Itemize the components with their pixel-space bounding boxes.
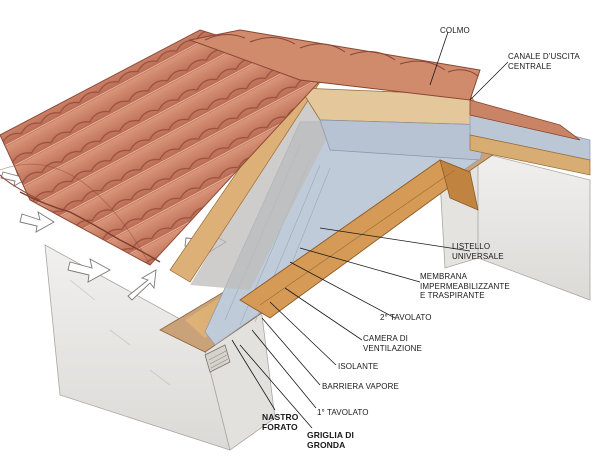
label-camera-ventilazione: CAMERA DI VENTILAZIONE (363, 334, 422, 353)
arrow-icon (19, 211, 55, 233)
label-primo-tavolato: 1° TAVOLATO (317, 408, 369, 417)
roof-tiles (0, 29, 331, 266)
label-colmo: COLMO (440, 26, 470, 35)
label-griglia-gronda: GRIGLIA DI GRONDA (307, 430, 354, 450)
label-secondo-tavolato: 2° TAVOLATO (380, 313, 432, 322)
label-canale-uscita-centrale: CANALE D'USCITA CENTRALE (508, 52, 580, 71)
arrow-icon (67, 258, 111, 283)
label-isolante: ISOLANTE (338, 362, 379, 371)
arrow-icon (127, 269, 157, 301)
label-membrana: MEMBRANA IMPERMEABILIZZANTE E TRASPIRANT… (420, 272, 510, 300)
label-listello-universale: LISTELLO UNIVERSALE (452, 242, 504, 261)
leader-lines (231, 31, 509, 429)
label-nastro-forato: NASTRO FORATO (262, 412, 299, 432)
ridge-tiles (188, 29, 581, 141)
eave-grille (204, 344, 231, 373)
roof-layers (159, 79, 591, 353)
label-barriera-vapore: BARRIERA VAPORE (322, 382, 399, 391)
